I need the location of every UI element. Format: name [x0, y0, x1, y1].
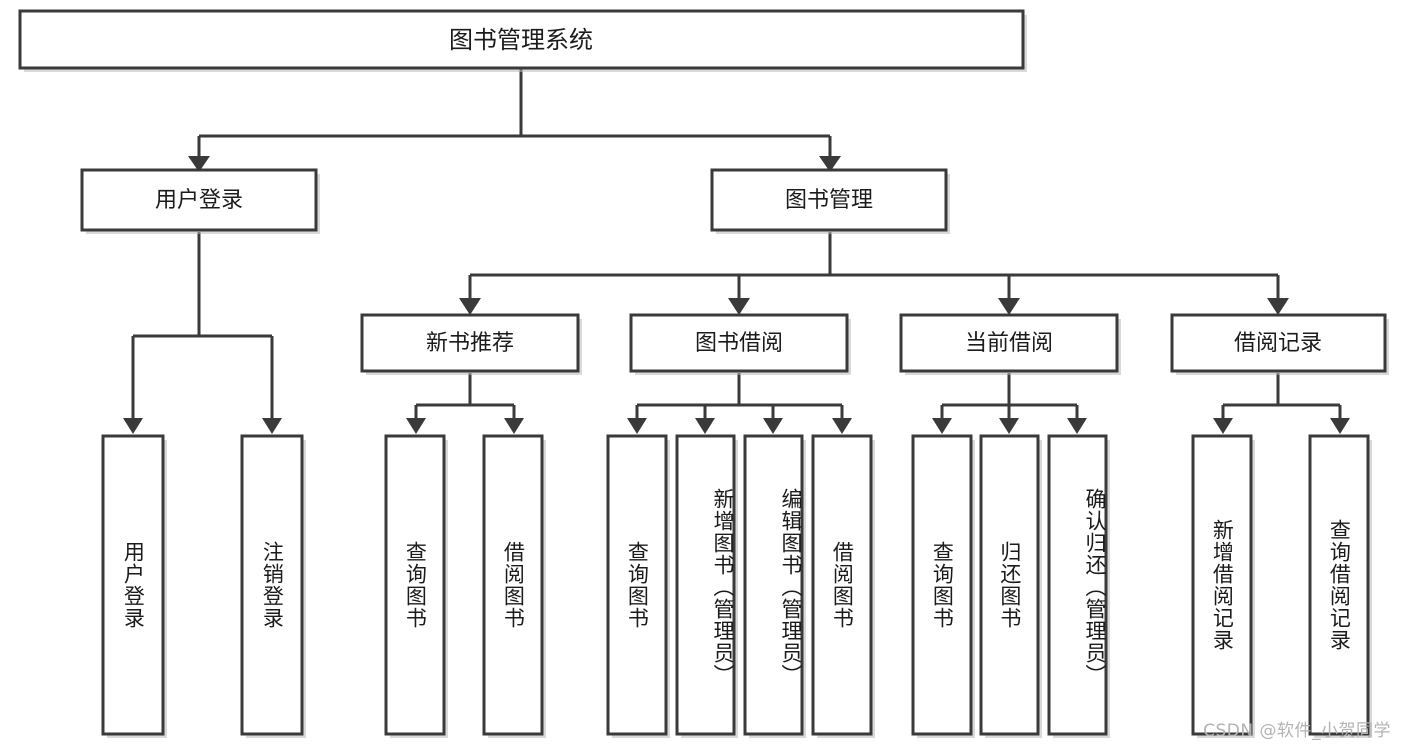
leaf-layer: [101, 434, 1372, 738]
arrowhead-leaf-logout-login: [262, 418, 282, 434]
node-current-borrow-rect: [899, 313, 1119, 373]
node-leaf-edit-book[interactable]: [743, 434, 806, 738]
node-leaf-add-record[interactable]: [1191, 434, 1255, 738]
node-leaf-query-book-1[interactable]: [384, 434, 448, 738]
node-root[interactable]: 图书管理系统: [18, 9, 1027, 72]
arrowhead-user-login: [188, 156, 210, 172]
arrowhead-current-borrow: [998, 298, 1020, 315]
node-leaf-query-record-rect: [1308, 434, 1370, 736]
arrowhead-new-book-recommend: [459, 298, 481, 315]
node-leaf-query-book-3-rect: [911, 434, 973, 736]
node-leaf-borrow-book-2-rect: [811, 434, 873, 736]
node-book-borrow-rect: [629, 313, 849, 373]
node-root-label: 图书管理系统: [449, 26, 593, 54]
node-leaf-borrow-book-1[interactable]: [482, 434, 546, 738]
arrowhead-book-borrow: [728, 298, 750, 315]
arrowhead-leaf-user-login: [123, 418, 143, 434]
arrowhead-leaf-borrow-book-1: [504, 418, 524, 434]
arrowhead-leaf-add-record: [1213, 418, 1233, 434]
arrowhead-leaf-return-book: [999, 418, 1019, 434]
arrowhead-leaf-add-book: [695, 418, 715, 434]
node-current-borrow[interactable]: 当前借阅: [899, 313, 1121, 375]
csdn-watermark: CSDN @软件_小贺同学: [1203, 721, 1391, 741]
arrowhead-leaf-query-record: [1330, 418, 1350, 434]
node-new-book-recommend-rect: [360, 313, 580, 373]
node-root-rect: [18, 9, 1025, 70]
node-leaf-borrow-book-2[interactable]: [811, 434, 875, 738]
connector-layer: [123, 68, 1350, 434]
node-leaf-user-login-rect: [101, 434, 165, 736]
node-book-manage-label: 图书管理: [785, 188, 873, 213]
node-leaf-query-book-2-rect: [606, 434, 668, 736]
node-leaf-add-book-rect: [675, 434, 736, 736]
node-new-book-recommend-label: 新书推荐: [426, 331, 514, 356]
node-leaf-return-book[interactable]: [979, 434, 1042, 738]
arrowhead-leaf-confirm-return: [1067, 418, 1087, 434]
arrowhead-borrow-record: [1267, 298, 1289, 315]
node-leaf-confirm-return-rect: [1047, 434, 1108, 736]
arrowhead-leaf-query-book-2: [627, 418, 647, 434]
node-book-borrow-label: 图书借阅: [695, 331, 783, 356]
node-leaf-query-record[interactable]: [1308, 434, 1372, 738]
node-borrow-record[interactable]: 借阅记录: [1170, 313, 1389, 375]
node-leaf-return-book-rect: [979, 434, 1040, 736]
node-leaf-add-record-rect: [1191, 434, 1253, 736]
arrowhead-leaf-edit-book: [763, 418, 783, 434]
node-leaf-query-book-1-rect: [384, 434, 446, 736]
node-borrow-record-rect: [1170, 313, 1387, 373]
node-leaf-logout-login-rect: [240, 434, 304, 736]
node-user-login[interactable]: 用户登录: [80, 168, 320, 234]
node-user-login-rect: [80, 168, 318, 232]
node-book-manage-rect: [710, 168, 948, 232]
arrowhead-leaf-query-book-3: [932, 418, 952, 434]
node-leaf-logout-login[interactable]: [240, 434, 306, 738]
node-leaf-query-book-2[interactable]: [606, 434, 670, 738]
arrowhead-leaf-borrow-book-2: [832, 418, 852, 434]
node-book-borrow[interactable]: 图书借阅: [629, 313, 851, 375]
node-user-login-label: 用户登录: [155, 188, 243, 213]
node-leaf-user-login[interactable]: [101, 434, 167, 738]
node-leaf-confirm-return[interactable]: [1047, 434, 1110, 738]
node-leaf-add-book[interactable]: [675, 434, 738, 738]
node-leaf-borrow-book-1-rect: [482, 434, 544, 736]
node-new-book-recommend[interactable]: 新书推荐: [360, 313, 582, 375]
node-leaf-query-book-3[interactable]: [911, 434, 975, 738]
arrowhead-book-manage: [819, 156, 841, 172]
node-book-manage[interactable]: 图书管理: [710, 168, 950, 234]
node-current-borrow-label: 当前借阅: [965, 331, 1053, 356]
node-leaf-edit-book-rect: [743, 434, 804, 736]
arrowhead-leaf-query-book-1: [406, 418, 426, 434]
node-borrow-record-label: 借阅记录: [1234, 331, 1322, 356]
